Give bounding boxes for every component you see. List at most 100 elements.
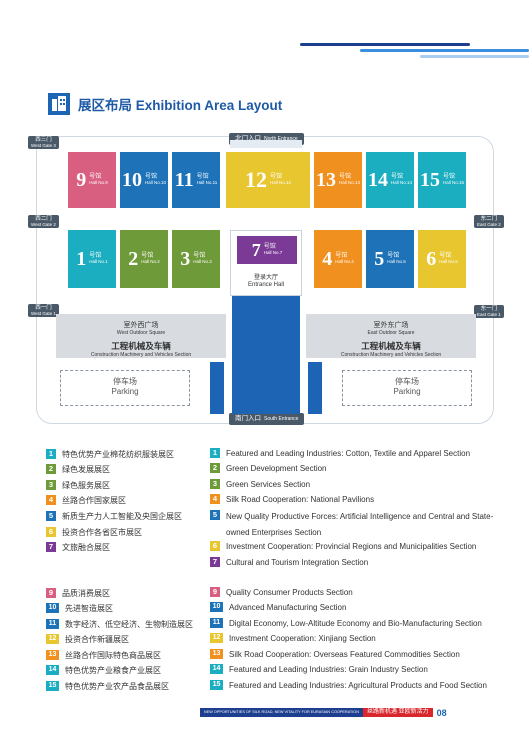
gate-east-2-en: East Gate 2 <box>477 222 501 228</box>
legend-en-item-4: 4 Silk Road Cooperation: National Pavilio… <box>210 493 374 506</box>
legend-cn-badge-11: 11 <box>46 619 59 629</box>
legend-cn-item-3: 3 绿色服务展区 <box>46 479 110 492</box>
footer-slogan-en: NEW OPPORTUNITIES OF SILK ROAD, NEW VITA… <box>200 708 363 717</box>
legend-cn-badge-15: 15 <box>46 681 59 691</box>
entrance-hall-en: Entrance Hall <box>247 282 285 289</box>
legend-cn-text-6: 投资合作各省区市展区 <box>62 528 142 537</box>
west-square-cn: 室外西广场 <box>123 322 159 329</box>
hall-14-number: 14 <box>367 169 388 191</box>
legend-cn-badge-13: 13 <box>46 650 59 660</box>
hall-12-cn: 号馆 <box>269 174 282 181</box>
west-square-category-cn: 工程机械及车辆 <box>111 341 171 351</box>
legend-cn-badge-14: 14 <box>46 665 59 675</box>
legend-cn-text-10: 先进智造展区 <box>65 604 113 613</box>
legend-cn-text-12: 投资合作新疆展区 <box>65 635 129 644</box>
hall-4-en: Hall No.4 <box>335 258 354 264</box>
hall-4-cn: 号馆 <box>335 253 348 260</box>
legend-en-text-2: Green Development Section <box>226 464 327 473</box>
hall-6-en: Hall No.6 <box>439 258 458 264</box>
hall-14-cn: 号馆 <box>390 174 403 181</box>
legend-cn-text-2: 绿色发展展区 <box>62 465 110 474</box>
hall-7-number: 7 <box>251 239 261 260</box>
legend-cn-text-7: 文旅融合展区 <box>62 543 110 552</box>
corridor-east-strip <box>308 362 322 414</box>
legend-cn-badge-4: 4 <box>46 495 56 505</box>
header-stripe-dark <box>300 43 470 46</box>
legend-cn-item-2: 2 绿色发展展区 <box>46 463 110 476</box>
legend-en-badge-14: 14 <box>210 664 223 674</box>
legend-en-text-4: Silk Road Cooperation: National Pavilion… <box>226 495 375 504</box>
legend-en-text-11: Digital Economy, Low-Altitude Economy an… <box>229 619 482 628</box>
entrance-hall-cn: 登录大厅 <box>253 275 278 281</box>
legend-en-text-9: Quality Consumer Products Section <box>226 588 353 597</box>
legend-en-item-2: 2 Green Development Section <box>210 462 327 475</box>
legend-cn-text-4: 丝路合作国家展区 <box>62 496 126 505</box>
legend-cn-text-5: 新质生产力人工智能及央国企展区 <box>62 512 182 521</box>
legend-en-badge-9: 9 <box>210 587 220 597</box>
gate-north-cn: 北门入口 <box>235 135 261 142</box>
legend-en-text-12: Investment Cooperation: Xinjiang Section <box>229 634 376 643</box>
hall-1-cn: 号馆 <box>89 253 102 260</box>
hall-11-en: Hall No.11 <box>196 179 218 185</box>
legend-en-badge-2: 2 <box>210 463 220 473</box>
gate-west-2-en: West Gate 2 <box>31 222 56 228</box>
east-square-en: East Outdoor Square <box>367 330 415 336</box>
hall-13-cn: 号馆 <box>338 174 351 181</box>
hall-2-number: 2 <box>128 248 139 270</box>
hall-10-number: 10 <box>121 169 142 191</box>
hall-5-cn: 号馆 <box>387 253 400 260</box>
page-title-row: 展区布局 Exhibition Area Layout <box>48 93 282 115</box>
legend-cn-text-15: 特色优势产业农产品食品展区 <box>65 682 169 691</box>
hall-4-number: 4 <box>322 248 333 270</box>
hall-3-cn: 号馆 <box>193 253 206 260</box>
legend-en-text-13: Silk Road Cooperation: Overseas Featured… <box>229 650 460 659</box>
legend-cn-badge-3: 3 <box>46 480 56 490</box>
legend-en-text-15: Featured and Leading Industries: Agricul… <box>229 681 487 690</box>
footer-slogan-cn: 丝路新机遇 亚欧新活力 <box>363 708 433 717</box>
gate-west-1-en: West Gate 1 <box>31 311 56 317</box>
hall-12-number: 12 <box>244 167 267 192</box>
legend-cn-item-15: 15 特色优势产业农产品食品展区 <box>46 680 169 693</box>
header-stripe-light <box>420 55 529 58</box>
east-outdoor-square: 室外东广场 East Outdoor Square 工程机械及车辆 Constr… <box>306 314 476 358</box>
gate-east-1-en: East Gate 1 <box>477 312 501 318</box>
legend-en-badge-15: 15 <box>210 680 223 690</box>
legend-cn-text-3: 绿色服务展区 <box>62 481 110 490</box>
legend-en-text-3: Green Services Section <box>226 480 311 489</box>
legend-en-text-5: New Quality Productive Forces: Artificia… <box>226 512 494 537</box>
legend-en-text-10: Advanced Manufacturing Section <box>229 603 347 612</box>
hall-1-number: 1 <box>76 248 87 270</box>
legend-cn-badge-10: 10 <box>46 603 59 613</box>
legend-cn-badge-7: 7 <box>46 542 56 552</box>
hall-15-en: Hall No.15 <box>442 179 464 185</box>
legend-cn-badge-2: 2 <box>46 464 56 474</box>
legend-en-badge-4: 4 <box>210 494 220 504</box>
legend-en-badge-13: 13 <box>210 649 223 659</box>
entrance-hall: 7 号馆 Hall No.7 登录大厅 Entrance Hall <box>230 230 302 296</box>
legend-en-text-1: Featured and Leading Industries: Cotton,… <box>226 449 471 458</box>
hall-7[interactable]: 7 号馆 Hall No.7 <box>237 236 297 264</box>
corridor-center-bottom <box>232 314 300 414</box>
